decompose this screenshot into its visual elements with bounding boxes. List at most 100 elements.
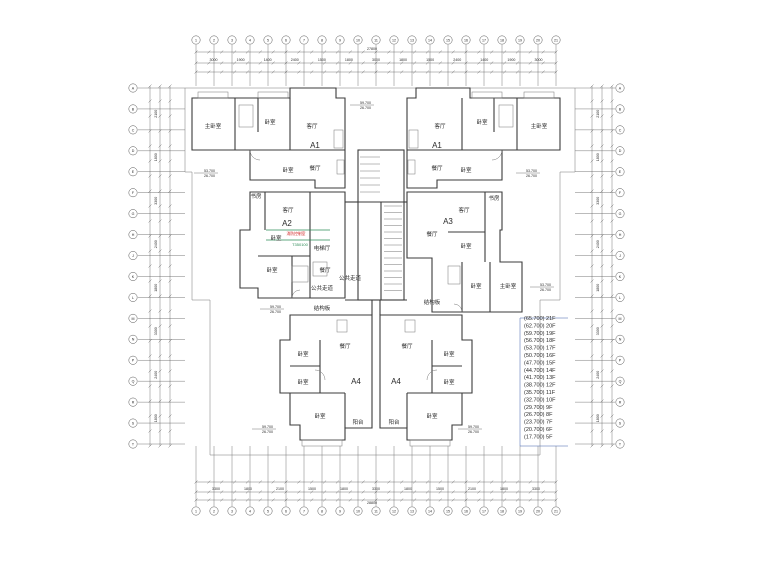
dimension-tick xyxy=(400,50,404,54)
dimension-tick xyxy=(232,490,237,494)
dimension-tick xyxy=(297,50,301,54)
bottom-axis-label: 17 xyxy=(482,509,486,513)
segment-dimension: 1800 xyxy=(340,487,348,491)
dimension-tick xyxy=(590,204,594,208)
dimension-tick xyxy=(245,70,250,74)
dimension-tick xyxy=(600,354,604,358)
left-axis-label: B xyxy=(132,107,135,111)
level-tag: 26.700 xyxy=(526,174,537,178)
segment-dimension: 1800 xyxy=(154,284,158,292)
annotation-lines xyxy=(266,229,568,447)
dimension-tick xyxy=(310,480,314,484)
floor-elevation-entry: (65.700) 21F xyxy=(524,316,556,322)
dimension-tick xyxy=(158,249,162,253)
left-axis-label: R xyxy=(132,401,135,405)
right-axis-label: G xyxy=(619,212,622,216)
dimension-tick xyxy=(541,70,545,74)
bottom-axis-bubble xyxy=(407,506,417,516)
dimension-tick xyxy=(610,339,614,343)
bottom-total-dimension: 28800 xyxy=(367,501,377,505)
room-labels: 主卧室 卧室 客厅 餐厅 卧室 书房 客厅 卧室 卧室 餐厅 电梯厅 主卧室 卧… xyxy=(205,118,548,426)
dimension-tick xyxy=(148,309,152,313)
elevator-note: T350100 xyxy=(292,242,309,247)
dimension-tick xyxy=(610,264,614,268)
right-axis-bubble xyxy=(615,209,625,219)
segment-dimension: 3000 xyxy=(534,58,542,62)
dimension-tick xyxy=(610,429,614,433)
dimension-tick xyxy=(335,70,340,74)
dimension-tick xyxy=(400,490,404,494)
top-axis-label: 19 xyxy=(518,38,522,42)
dimension-tick xyxy=(438,50,442,54)
dimension-tick xyxy=(610,414,614,418)
dimension-tick xyxy=(158,309,162,313)
left-axis-label: D xyxy=(132,149,135,153)
top-axis-label: 2 xyxy=(213,38,215,42)
dimension-tick xyxy=(425,50,430,54)
room-bed-a4r-3: 卧室 xyxy=(426,412,438,420)
top-axis-label: 8 xyxy=(321,38,323,42)
dimension-tick xyxy=(158,159,162,163)
top-axis-bubble xyxy=(299,35,309,45)
top-axis-bubble xyxy=(227,35,237,45)
dimension-tick xyxy=(610,354,614,358)
bottom-axis-label: 21 xyxy=(554,509,558,513)
left-axis-bubble xyxy=(128,376,138,386)
dimension-tick xyxy=(148,414,152,418)
level-tag: 59.700 xyxy=(262,425,273,429)
room-master-bed-right: 主卧室 xyxy=(531,122,548,130)
top-axis-bubble xyxy=(533,35,543,45)
dimension-tick xyxy=(590,189,594,193)
right-axis-label: L xyxy=(619,296,621,300)
dimension-tick xyxy=(322,480,327,484)
dimension-tick xyxy=(148,174,152,178)
dimension-tick xyxy=(361,480,365,484)
right-axis-bubble xyxy=(615,251,625,260)
top-axis-bubble xyxy=(515,35,525,45)
dimension-tick xyxy=(258,70,262,74)
right-axis-bubble xyxy=(615,439,625,449)
bottom-axis-bubble xyxy=(479,506,489,516)
left-axis-label: N xyxy=(132,338,135,342)
dimension-tick xyxy=(610,189,614,193)
top-axis-label: 20 xyxy=(536,38,540,42)
dimension-tick xyxy=(158,369,162,373)
dimension-tick xyxy=(477,61,481,65)
right-axis-label: S xyxy=(619,421,622,425)
dimension-tick xyxy=(590,384,594,388)
room-bed-right-2: 卧室 xyxy=(460,166,472,174)
dimension-tick xyxy=(168,339,172,343)
room-dining-a1-left: 餐厅 xyxy=(309,164,321,172)
dimension-tick xyxy=(590,249,594,253)
segment-dimension: 2400 xyxy=(596,371,600,379)
left-axis-label: S xyxy=(132,421,135,425)
dimension-tick xyxy=(322,61,327,65)
dimension-tick xyxy=(600,204,604,208)
right-axis-label: C xyxy=(619,128,622,132)
dimension-tick xyxy=(590,114,594,118)
dimension-tick xyxy=(232,70,237,74)
dimension-tick xyxy=(148,234,152,238)
level-tag: 53.700 xyxy=(526,169,537,173)
dimension-tick xyxy=(258,480,262,484)
dimension-tick xyxy=(400,61,404,65)
top-axis-bubble xyxy=(407,35,417,45)
dimension-tick xyxy=(600,114,604,118)
top-axis-label: 13 xyxy=(410,38,414,42)
dimension-tick xyxy=(148,429,152,433)
bottom-axis-label: 20 xyxy=(536,509,540,513)
dimension-tick xyxy=(610,309,614,313)
top-axis-bubble xyxy=(389,35,399,45)
left-axis-label: T xyxy=(132,442,135,446)
room-bed-a3-1: 卧室 xyxy=(460,242,472,250)
dimension-tick xyxy=(600,324,604,328)
dimension-tick xyxy=(158,384,162,388)
floor-elevation-entry: (35.700) 11F xyxy=(524,390,556,396)
dimension-tick xyxy=(610,204,614,208)
dimension-tick xyxy=(610,294,614,298)
dimension-tick xyxy=(158,114,162,118)
room-bed-a2-1: 卧室 xyxy=(270,234,282,242)
bottom-axis-label: 5 xyxy=(267,509,269,513)
dimension-tick xyxy=(310,490,314,494)
bottom-axis-label: 16 xyxy=(464,509,468,513)
